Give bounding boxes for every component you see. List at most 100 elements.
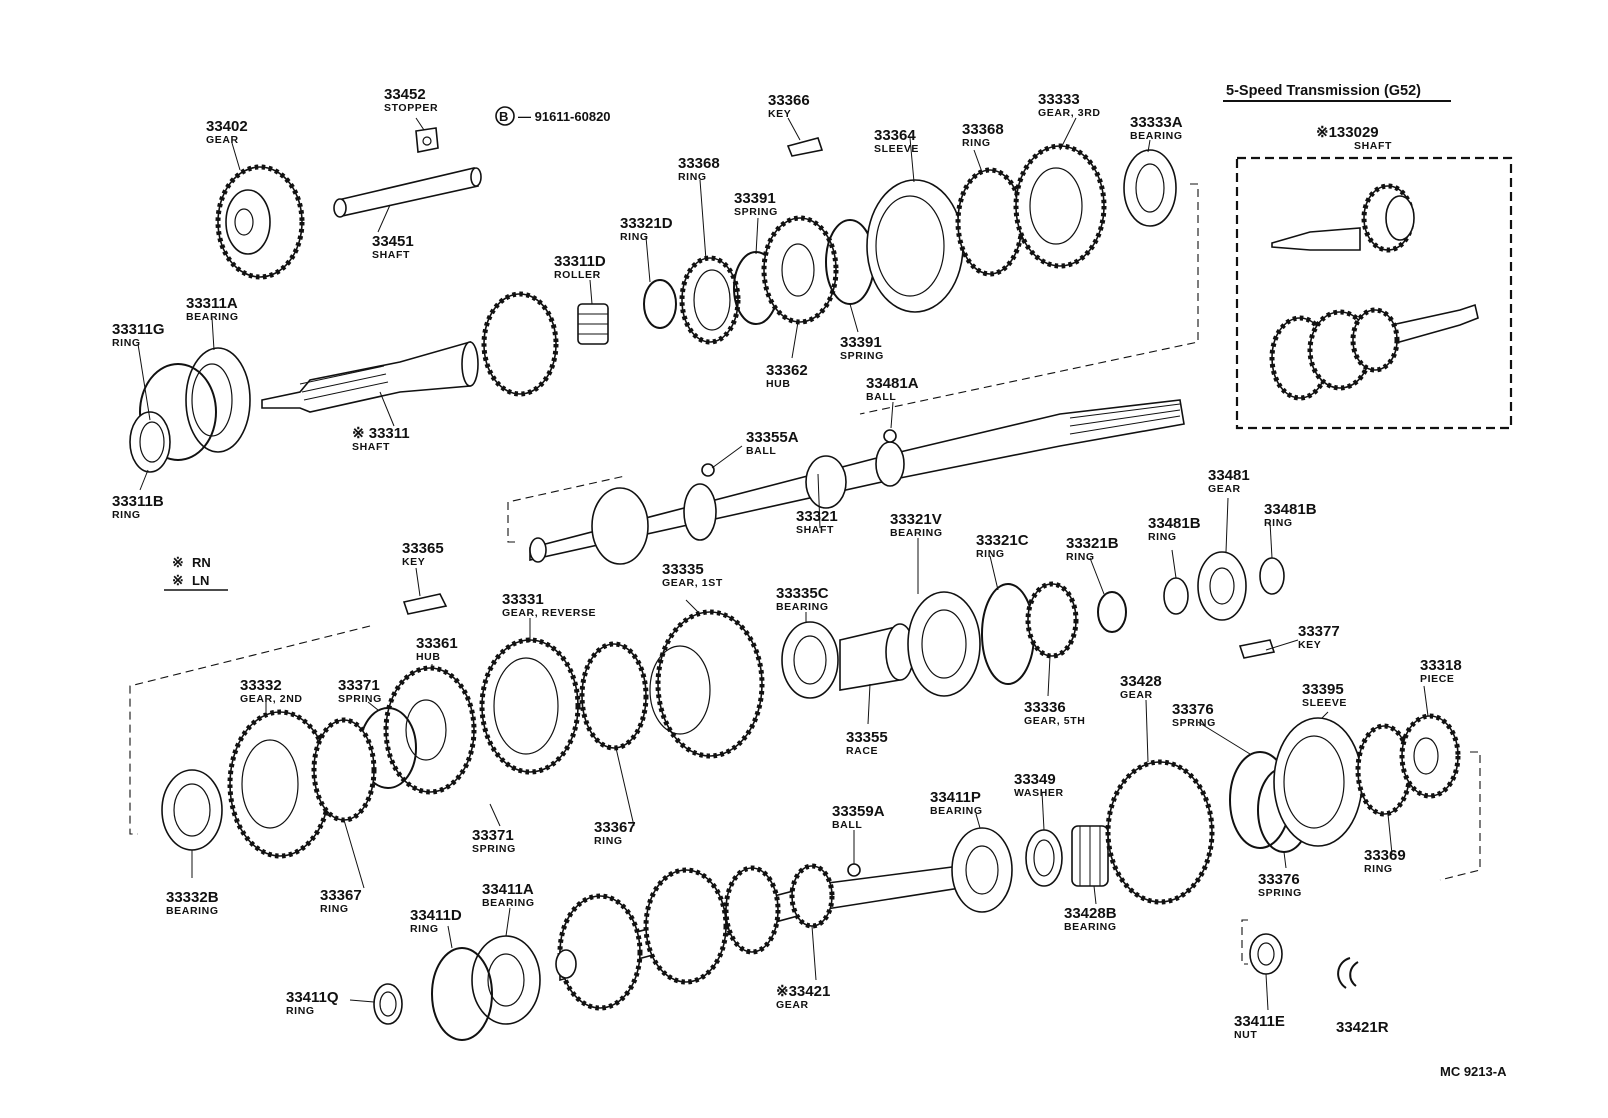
gear-33333-illustration [1013, 143, 1107, 269]
part-number: 33311G [112, 321, 165, 338]
part-name: RING [962, 137, 991, 149]
ball-33355A-illustration [701, 463, 715, 477]
part-number: 33321V [890, 511, 942, 528]
part-name: GEAR, 5TH [1024, 715, 1085, 727]
upper-group-bracket [859, 183, 1199, 415]
part-name: BALL [746, 445, 776, 457]
part-number: 33362 [766, 362, 808, 379]
part-number: 33411P [930, 789, 981, 806]
part-number: 33355 [846, 729, 888, 746]
header-notes: 5-Speed Transmission (G52) ※133029 SHAFT… [164, 83, 1507, 1079]
bearing-33428B-illustration [1071, 825, 1109, 887]
counter-gear-33421-illustration [555, 863, 961, 1011]
ball-33359A-illustration [847, 863, 861, 877]
part-name: RING [1066, 551, 1095, 563]
part-number: 33411E [1234, 1013, 1285, 1030]
part-name: HUB [416, 651, 441, 663]
part-name: RING [976, 548, 1005, 560]
part-name: BEARING [890, 527, 943, 539]
part-name: SPRING [472, 843, 516, 855]
part-number: 33481A [866, 375, 919, 392]
part-name: STOPPER [384, 102, 438, 114]
part-number: 33368 [962, 121, 1004, 138]
bearing-33332B-illustration [161, 769, 223, 851]
circled-b-icon [495, 106, 515, 126]
part-name: GEAR, 1ST [662, 577, 723, 589]
part-number: 33367 [320, 887, 362, 904]
ring-33321B-illustration [1097, 591, 1127, 633]
part-number: 33332 [240, 677, 282, 694]
part-number: 33361 [416, 635, 458, 652]
piece-33318-illustration [1399, 713, 1461, 799]
ring-33481B-right-illustration [1259, 557, 1285, 595]
part-number: 33481B [1264, 501, 1317, 518]
part-name: PIECE [1420, 673, 1455, 685]
part-name: GEAR, REVERSE [502, 607, 596, 619]
part-label-33421R: 33421R [1336, 1019, 1389, 1036]
part-name: BEARING [482, 897, 535, 909]
part-number: 33481B [1148, 515, 1201, 532]
part-number: 33376 [1172, 701, 1214, 718]
ring-33321D-illustration [643, 279, 677, 329]
shaft-33451-illustration [333, 167, 482, 218]
bearing-33411P-illustration [951, 827, 1013, 913]
leader-lines [137, 117, 1429, 1011]
part-name: RING [112, 509, 141, 521]
part-name: RING [678, 171, 707, 183]
part-name: RING [112, 337, 141, 349]
part-number: 33481 [1208, 467, 1250, 484]
part-name: KEY [1298, 639, 1321, 651]
part-number: 33311D [554, 253, 606, 270]
part-name: RING [1364, 863, 1393, 875]
part-number: 33402 [206, 118, 248, 135]
inset-title: 5-Speed Transmission (G52) [1226, 83, 1421, 99]
part-name: SPRING [1172, 717, 1216, 729]
ring-33321C-illustration [981, 583, 1035, 685]
sleeve-33395-illustration [1273, 717, 1363, 847]
part-name: RACE [846, 745, 878, 757]
part-number: 33391 [734, 190, 776, 207]
part-number: 33336 [1024, 699, 1066, 716]
part-number: 33411A [482, 881, 534, 898]
part-number: ※ 33311 [352, 425, 410, 442]
ring-33421R-illustration [1337, 957, 1359, 989]
part-name: SHAFT [796, 524, 834, 536]
stopper-33452-illustration [415, 127, 439, 153]
part-name: BEARING [1064, 921, 1117, 933]
part-number: 33428 [1120, 673, 1162, 690]
part-number: 33391 [840, 334, 882, 351]
part-name: RING [620, 231, 649, 243]
legend-mark-2: ※ [172, 572, 184, 588]
part-number: 33428B [1064, 905, 1117, 922]
part-name: NUT [1234, 1029, 1257, 1041]
part-number: 33318 [1420, 657, 1462, 674]
part-number: 33349 [1014, 771, 1056, 788]
part-name: GEAR [1208, 483, 1241, 495]
race-33355-illustration [839, 623, 915, 691]
roller-33311D-illustration [577, 303, 609, 345]
lower-right-bracket [1439, 751, 1481, 881]
ring-33368-left-illustration [679, 255, 741, 345]
